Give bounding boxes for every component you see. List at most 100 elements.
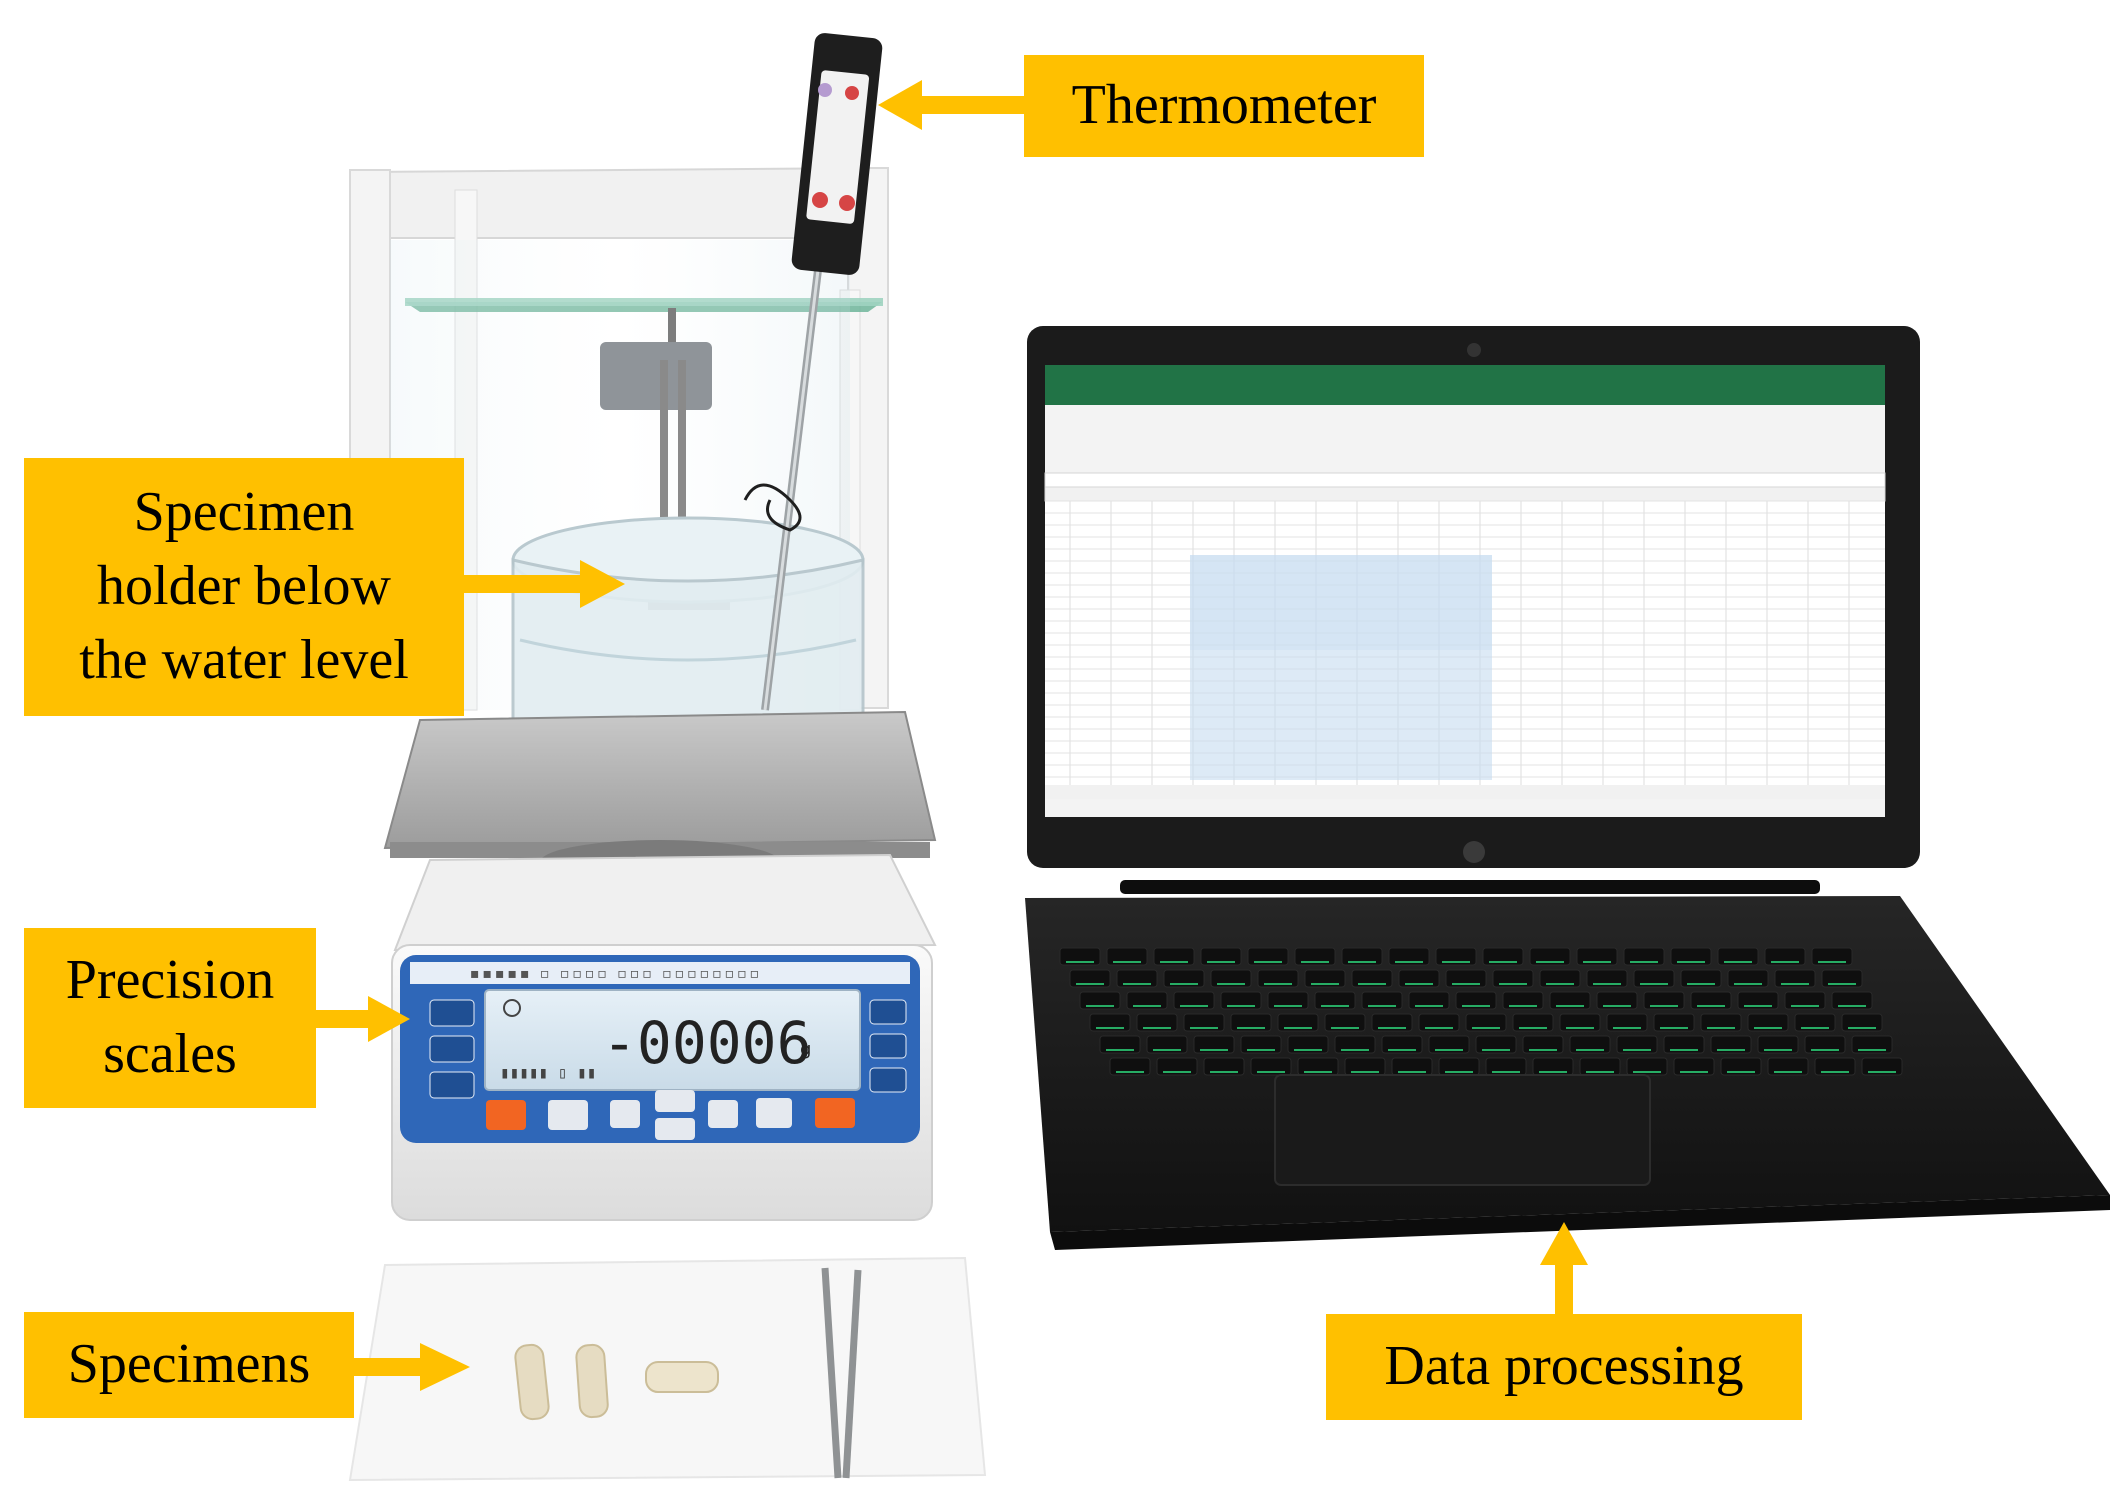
keyboard-key bbox=[1764, 947, 1806, 966]
arrow-specimen-holder bbox=[464, 560, 625, 608]
keyboard-key bbox=[1670, 947, 1712, 966]
keyboard-key bbox=[1163, 969, 1205, 988]
keyboard-key bbox=[1737, 991, 1779, 1010]
keyboard-key bbox=[1371, 1013, 1413, 1032]
keyboard-key bbox=[1173, 991, 1215, 1010]
scale-unit: g bbox=[800, 1039, 811, 1060]
keyboard-key bbox=[1643, 991, 1685, 1010]
keyboard-key bbox=[1334, 1035, 1376, 1054]
backlit-keyboard bbox=[1059, 947, 1903, 1076]
keyboard-key bbox=[1522, 1035, 1564, 1054]
keyboard-key bbox=[1203, 1057, 1245, 1076]
keyboard-key bbox=[1089, 1013, 1131, 1032]
keyboard-key bbox=[1720, 1057, 1762, 1076]
keyboard-key bbox=[1861, 1057, 1903, 1076]
keyboard-key bbox=[1079, 991, 1121, 1010]
keyboard-key bbox=[1287, 1035, 1329, 1054]
holder-label-line-1: Specimen bbox=[133, 481, 355, 544]
keyboard-key bbox=[1277, 1013, 1319, 1032]
keyboard-key bbox=[1116, 969, 1158, 988]
keyboard-key bbox=[1851, 1035, 1893, 1054]
specimens-label: Specimens bbox=[24, 1312, 354, 1418]
keyboard-key bbox=[1250, 1057, 1292, 1076]
spreadsheet-ribbon bbox=[1044, 365, 1886, 502]
precision-scales-label: Precision scales bbox=[24, 928, 316, 1108]
keyboard-key bbox=[1267, 991, 1309, 1010]
keyboard-key bbox=[1059, 947, 1101, 966]
keyboard-key bbox=[1727, 969, 1769, 988]
keyboard-key bbox=[1616, 1035, 1658, 1054]
keyboard-key bbox=[1569, 1035, 1611, 1054]
keyboard-key bbox=[1757, 1035, 1799, 1054]
keyboard-key bbox=[1512, 1013, 1554, 1032]
keyboard-key bbox=[1492, 969, 1534, 988]
keyboard-key bbox=[1435, 947, 1477, 966]
keyboard-key bbox=[1240, 1035, 1282, 1054]
keyboard-key bbox=[1747, 1013, 1789, 1032]
specimens-label-text: Specimens bbox=[67, 1333, 311, 1396]
keyboard-key bbox=[1465, 1013, 1507, 1032]
keyboard-key bbox=[1663, 1035, 1705, 1054]
arrow-precision-scales bbox=[316, 996, 410, 1042]
specimens-area bbox=[348, 1256, 987, 1482]
keyboard-key bbox=[1193, 1035, 1235, 1054]
specimen-holder-label: Specimen holder below the water level bbox=[24, 458, 464, 716]
keyboard-key bbox=[1388, 947, 1430, 966]
keyboard-key bbox=[1381, 1035, 1423, 1054]
keyboard-key bbox=[1774, 969, 1816, 988]
data-processing-label: Data processing bbox=[1326, 1314, 1802, 1420]
keyboard-key bbox=[1710, 1035, 1752, 1054]
keyboard-key bbox=[1106, 947, 1148, 966]
keyboard-key bbox=[1767, 1057, 1809, 1076]
keyboard-key bbox=[1717, 947, 1759, 966]
tweezers bbox=[821, 1267, 862, 1479]
keyboard-key bbox=[1408, 991, 1450, 1010]
keyboard-key bbox=[1549, 991, 1591, 1010]
thermometer-label-text: Thermometer bbox=[1071, 74, 1377, 137]
keyboard-key bbox=[1455, 991, 1497, 1010]
keyboard-key bbox=[1475, 1035, 1517, 1054]
thermometer-label: Thermometer bbox=[1024, 55, 1424, 157]
keyboard-key bbox=[1821, 969, 1863, 988]
laptop bbox=[1025, 326, 2110, 1250]
keyboard-key bbox=[1069, 969, 1111, 988]
keyboard-key bbox=[1324, 1013, 1366, 1032]
keyboard-key bbox=[1804, 1035, 1846, 1054]
keyboard-key bbox=[1153, 947, 1195, 966]
arrow-data-processing bbox=[1540, 1222, 1588, 1316]
arrow-specimens bbox=[354, 1343, 470, 1391]
keyboard-key bbox=[1623, 947, 1665, 966]
keyboard-key bbox=[1294, 947, 1336, 966]
keyboard-key bbox=[1156, 1057, 1198, 1076]
keyboard-key bbox=[1445, 969, 1487, 988]
keyboard-key bbox=[1596, 991, 1638, 1010]
keyboard-key bbox=[1428, 1035, 1470, 1054]
keyboard-key bbox=[1633, 969, 1675, 988]
scale-body: ▪▪▪▪▪ ▫ ▫▫▫▫ ▫▫▫ ▫▫▫▫▫▫▫▫ -00006 g ▮▮▮▮▮… bbox=[391, 853, 937, 1221]
holder-label-line-3: the water level bbox=[79, 628, 409, 691]
specimen-1 bbox=[514, 1343, 550, 1421]
keyboard-key bbox=[1341, 947, 1383, 966]
arrow-thermometer bbox=[878, 80, 1025, 130]
keyboard-key bbox=[1146, 1035, 1188, 1054]
svg-text:▮▮▮▮▮ ▯ ▮▮: ▮▮▮▮▮ ▯ ▮▮ bbox=[500, 1063, 596, 1082]
keyboard-key bbox=[1690, 991, 1732, 1010]
scales-label-line-1: Precision bbox=[65, 949, 275, 1012]
specimen-3 bbox=[645, 1361, 719, 1393]
keyboard-key bbox=[1220, 991, 1262, 1010]
keyboard-key bbox=[1673, 1057, 1715, 1076]
keyboard-key bbox=[1700, 1013, 1742, 1032]
keyboard-key bbox=[1314, 991, 1356, 1010]
keyboard-key bbox=[1653, 1013, 1695, 1032]
keyboard-key bbox=[1109, 1057, 1151, 1076]
keyboard-key bbox=[1586, 969, 1628, 988]
keyboard-key bbox=[1210, 969, 1252, 988]
keyboard-key bbox=[1814, 1057, 1856, 1076]
keyboard-key bbox=[1794, 1013, 1836, 1032]
keyboard-key bbox=[1304, 969, 1346, 988]
keyboard-key bbox=[1606, 1013, 1648, 1032]
keyboard-key bbox=[1784, 991, 1826, 1010]
keyboard-key bbox=[1539, 969, 1581, 988]
keyboard-key bbox=[1576, 947, 1618, 966]
keyboard-key bbox=[1200, 947, 1242, 966]
